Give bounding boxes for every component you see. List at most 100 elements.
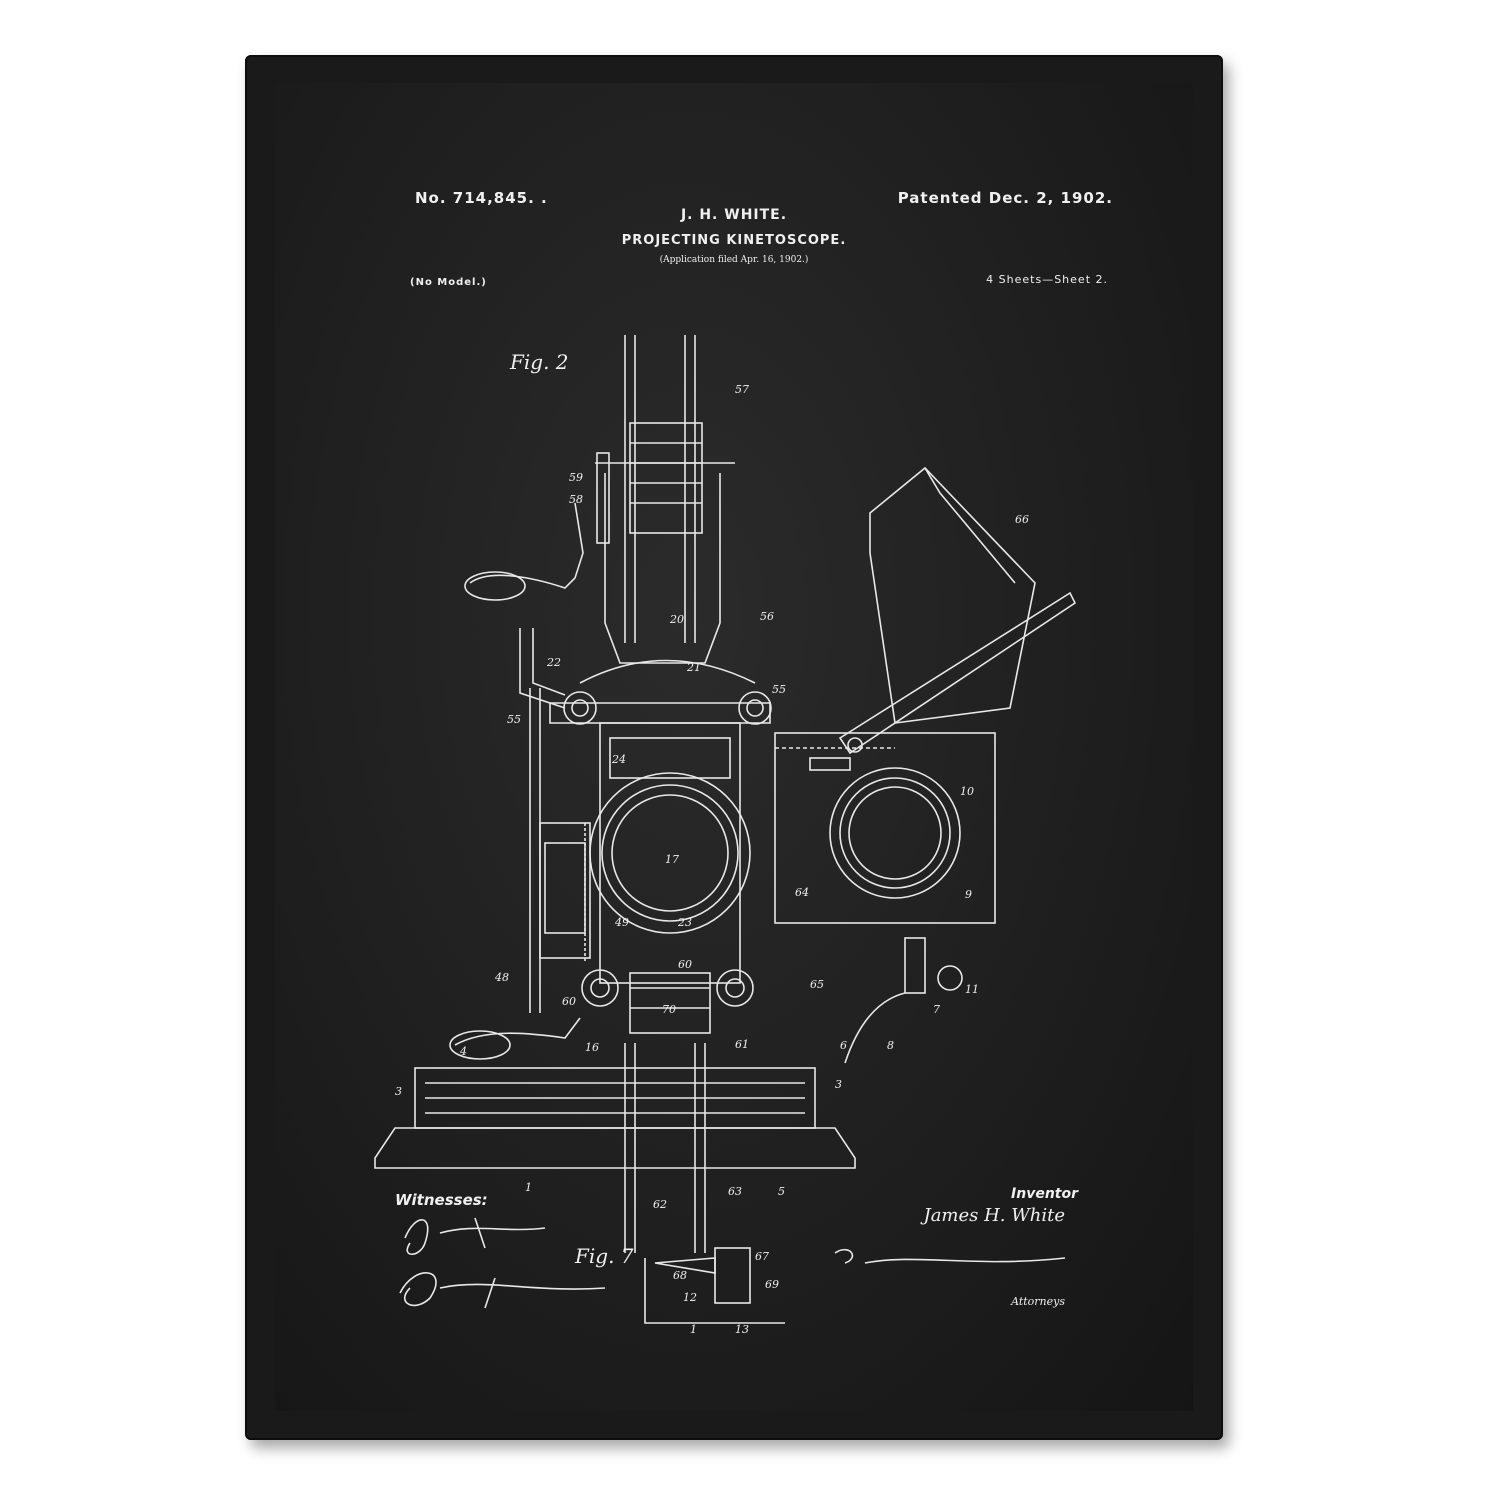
ref-67: 67	[755, 1250, 769, 1263]
ref-59: 59	[569, 471, 583, 484]
pipe-22-inner	[532, 628, 566, 696]
model-note: (No Model.)	[410, 277, 487, 288]
ref-9: 9	[965, 888, 972, 901]
ref-12: 12	[683, 1291, 697, 1304]
ref-6: 6	[840, 1039, 847, 1052]
crank-grip-upper	[464, 571, 526, 601]
crank-handle-upper	[469, 502, 584, 589]
patent-date: Patented Dec. 2, 1902.	[897, 189, 1113, 207]
arm-pivot	[847, 737, 863, 753]
lamp-arm	[838, 591, 1077, 755]
lamp-knob	[809, 757, 851, 771]
patent-poster: No. 714,845. . Patented Dec. 2, 1902. J.…	[275, 83, 1193, 1411]
gate-box	[599, 722, 741, 984]
arch	[579, 659, 756, 684]
sheet-count: 4 Sheets—Sheet 2.	[986, 273, 1108, 286]
ref-62: 62	[653, 1198, 667, 1211]
ref-56: 56	[760, 610, 774, 623]
fig7-wedge	[654, 1257, 716, 1274]
roller-60-right-hub	[725, 978, 745, 998]
base-plate-1	[374, 1127, 856, 1169]
ref-55-right: 55	[772, 683, 786, 696]
witness-signature-1	[404, 1217, 546, 1256]
ref-48: 48	[494, 971, 509, 984]
lower-reel-70	[629, 972, 711, 1034]
ref-11: 11	[965, 983, 979, 996]
ref-21: 21	[686, 661, 701, 674]
gear-wheel-48	[539, 822, 591, 959]
upper-reel	[629, 422, 703, 534]
ref-64: 64	[795, 886, 809, 899]
ref-3-right: 3	[835, 1078, 842, 1091]
ref-13: 13	[735, 1323, 749, 1336]
picture-frame: No. 714,845. . Patented Dec. 2, 1902. J.…	[245, 55, 1223, 1440]
roller-60-left	[581, 969, 619, 1007]
ref-69: 69	[765, 1278, 779, 1291]
ref-65: 65	[810, 978, 824, 991]
roller-55-right-hub	[746, 699, 764, 717]
gate-plate	[609, 737, 731, 779]
ref-23: 23	[677, 916, 692, 929]
attorney-signature	[834, 1248, 1066, 1264]
crank-handle-lower	[454, 1017, 581, 1046]
roller-60-left-hub	[590, 978, 610, 998]
patent-title: PROJECTING KINETOSCOPE.	[621, 233, 847, 248]
roller-60-right	[716, 969, 754, 1007]
gear-wheel-inner	[544, 842, 586, 934]
fig7-frame	[644, 1258, 785, 1324]
ref-63: 63	[728, 1185, 742, 1198]
crank-grip-lower	[449, 1030, 511, 1060]
ref-17: 17	[665, 853, 679, 866]
ref-66: 66	[1015, 513, 1029, 526]
ref-5: 5	[778, 1185, 785, 1198]
inventor-header: J. H. WHITE.	[680, 207, 788, 223]
inventor-name: James H. White	[923, 1205, 1065, 1226]
main-frame-top	[549, 702, 771, 724]
fig2-label: Fig. 2	[509, 350, 569, 374]
attorneys-label: Attorneys	[1011, 1295, 1065, 1308]
gas-pipe	[844, 992, 906, 1064]
tower-frame	[604, 473, 721, 664]
roller-55-left-hub	[571, 699, 589, 717]
ref-61: 61	[735, 1038, 749, 1051]
roller-55-left	[563, 691, 597, 725]
ref-20: 20	[669, 613, 684, 626]
application-filed: (Application filed Apr. 16, 1902.)	[659, 255, 809, 265]
main-frame-left	[529, 688, 541, 1013]
lens-17-inner	[611, 794, 729, 912]
fig7-block	[714, 1247, 751, 1304]
inventor-label: Inventor	[1011, 1186, 1078, 1202]
lamp-box-9	[774, 732, 996, 924]
ref-16: 16	[585, 1041, 599, 1054]
ref-22: 22	[546, 656, 561, 669]
lamp-stem	[904, 937, 926, 994]
ref-7: 7	[933, 1003, 940, 1016]
ref-4: 4	[459, 1045, 467, 1058]
ref-68: 68	[673, 1269, 687, 1282]
ref-58: 58	[569, 493, 583, 506]
ref-60-left: 60	[562, 995, 576, 1008]
gear-rack	[596, 452, 610, 544]
chimney-edge	[924, 467, 1016, 584]
ref-60-right: 60	[678, 958, 692, 971]
ref-1-fig7: 1	[690, 1323, 697, 1336]
condenser-10-outer	[829, 767, 961, 899]
ref-57: 57	[735, 383, 749, 396]
lens-17-ring	[601, 784, 739, 922]
condenser-10-ring	[839, 777, 951, 889]
fig7-label: Fig. 7	[574, 1244, 634, 1268]
witness-signature-2	[399, 1272, 606, 1309]
ref-24: 24	[611, 753, 626, 766]
condenser-10-inner	[848, 786, 942, 880]
ref-70: 70	[662, 1003, 676, 1016]
kinetoscope-drawing: Fig. 2	[374, 335, 1077, 1336]
witnesses-label: Witnesses:	[395, 1191, 488, 1209]
roller-55-right	[738, 691, 772, 725]
knob-11	[937, 965, 963, 991]
patent-number: No. 714,845. .	[415, 189, 548, 207]
ref-3-left: 3	[395, 1085, 402, 1098]
ref-55-left: 55	[507, 713, 521, 726]
ref-8: 8	[887, 1039, 894, 1052]
ref-10: 10	[960, 785, 974, 798]
ref-49: 49	[614, 916, 629, 929]
